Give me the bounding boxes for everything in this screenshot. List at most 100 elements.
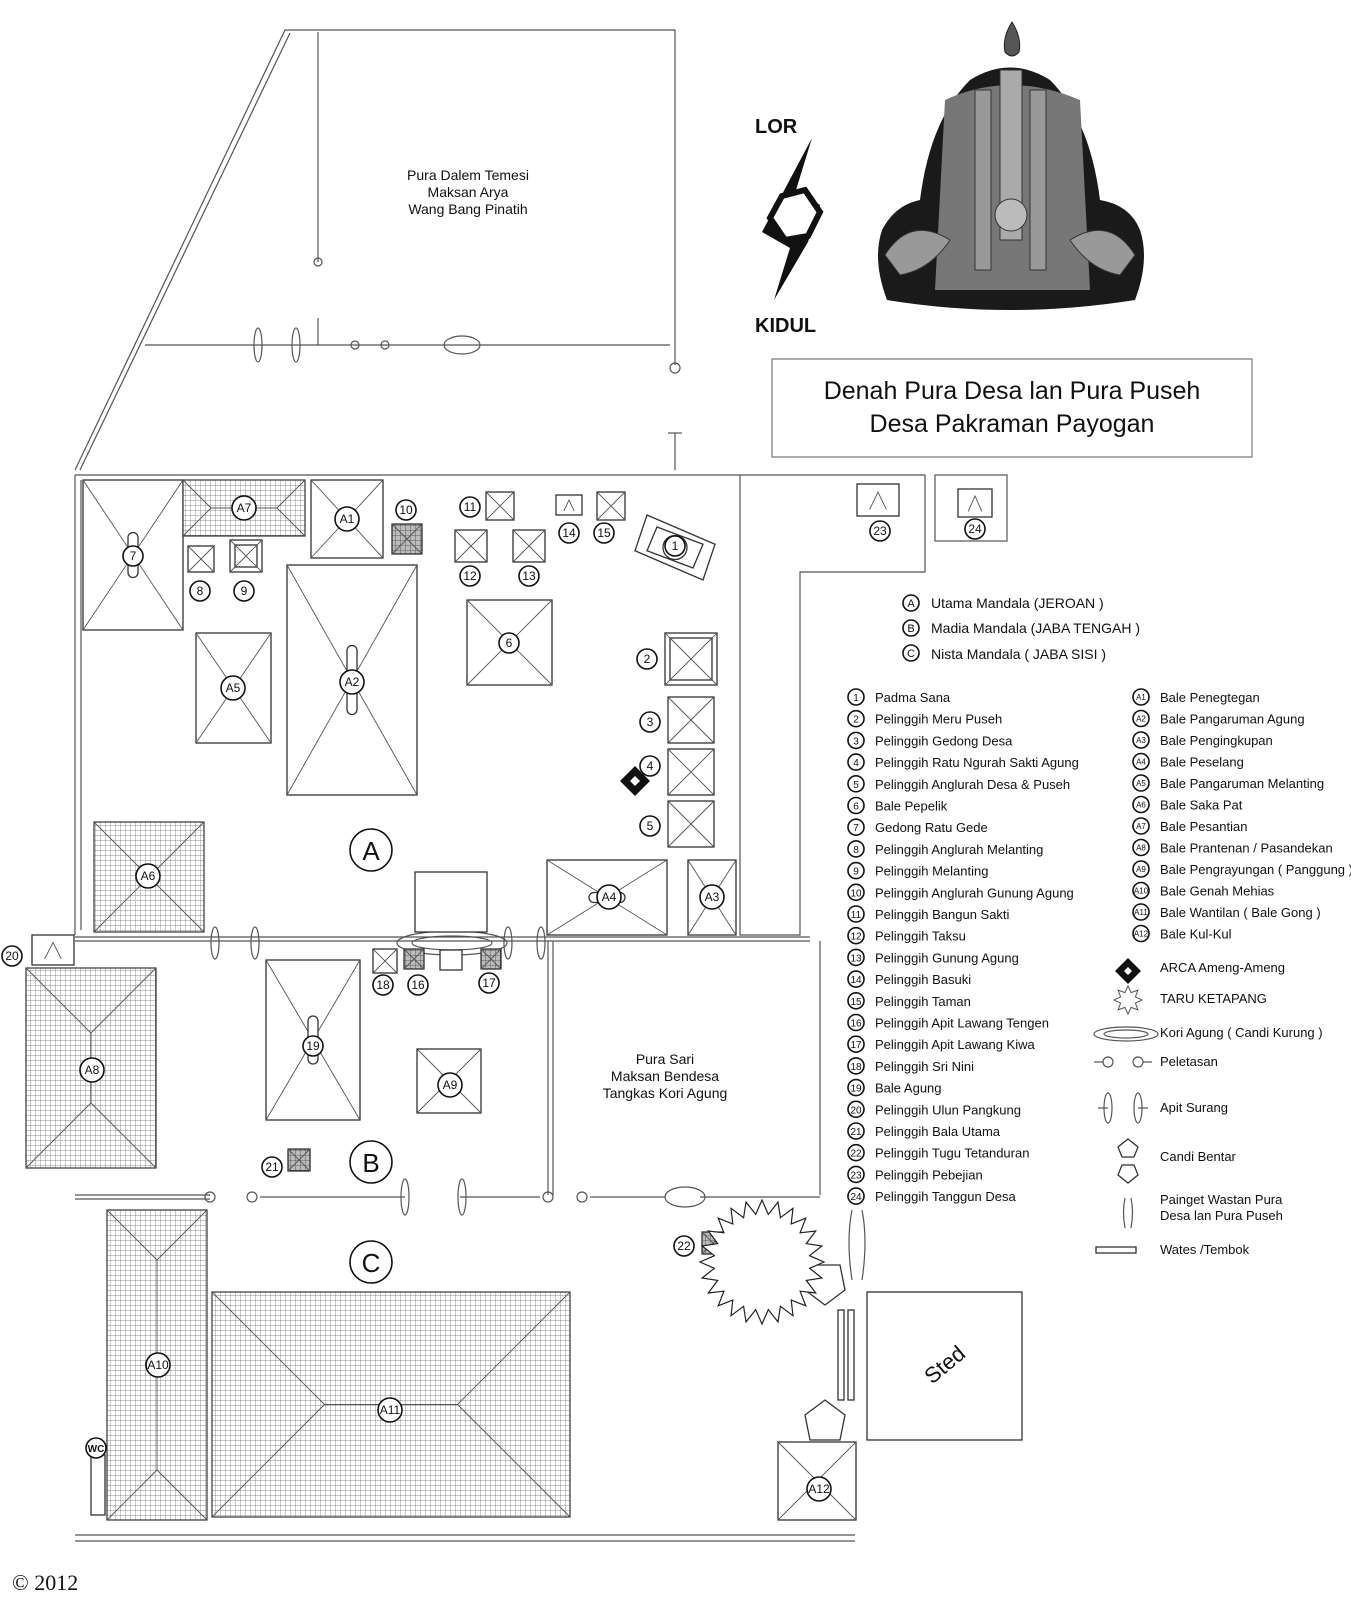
legend-number: 17 bbox=[850, 1040, 862, 1051]
structure-label-A5: A5 bbox=[226, 681, 241, 695]
zone-c-marker: C bbox=[362, 1248, 381, 1278]
legend-symbol-gate-ellipse: Kori Agung ( Candi Kurung ) bbox=[1093, 1025, 1323, 1042]
zone-legend-b: Madia Mandala (JABA TENGAH ) bbox=[931, 620, 1140, 636]
legend-label: Bale Penegtegan bbox=[1160, 690, 1260, 705]
structure-label-2: 2 bbox=[644, 652, 651, 666]
legend-number: 22 bbox=[850, 1149, 862, 1160]
legend-symbol-diamond: ARCA Ameng-Ameng bbox=[1115, 958, 1285, 984]
legend-label: Pelinggih Ulun Pangkung bbox=[875, 1102, 1021, 1117]
structure-23: 23 bbox=[856, 483, 900, 542]
legend-label: Bale Pengingkupan bbox=[1160, 733, 1273, 748]
structure-A11: A11 bbox=[211, 1291, 571, 1518]
pura-sari-line-2: Maksan Bendesa bbox=[611, 1068, 719, 1084]
legend-label: Bale Pesantian bbox=[1160, 819, 1247, 834]
structure-label-7: 7 bbox=[130, 549, 137, 563]
structure-label-A8: A8 bbox=[85, 1063, 100, 1077]
structure-label-A3: A3 bbox=[705, 890, 720, 904]
structure-8: 8 bbox=[187, 545, 215, 602]
structure-17: 17 bbox=[478, 948, 502, 994]
structure-label-17: 17 bbox=[482, 976, 496, 990]
structure-12: 12 bbox=[454, 529, 488, 587]
legend-label: Padma Sana bbox=[875, 690, 951, 705]
legend-number: A12 bbox=[1134, 930, 1149, 939]
legend-number: 21 bbox=[850, 1127, 862, 1138]
legend-number: 8 bbox=[853, 845, 859, 856]
structure-label-1: 1 bbox=[672, 539, 679, 553]
structure-5: 5 bbox=[639, 800, 715, 848]
legend-label: Pelinggih Bangun Sakti bbox=[875, 907, 1010, 922]
gate-ellipse-icon bbox=[1093, 1026, 1159, 1042]
candi-bentar-icon bbox=[804, 1399, 846, 1441]
structure-label-10: 10 bbox=[399, 503, 413, 517]
structure-label-19: 19 bbox=[306, 1039, 320, 1053]
legend-label: Pelinggih Sri Nini bbox=[875, 1059, 974, 1074]
legend-symbol-label: Painget Wastan Pura bbox=[1160, 1192, 1283, 1207]
legend-number: 2 bbox=[853, 715, 859, 726]
structure-A7: A7 bbox=[182, 479, 306, 537]
pura-dalem-label: Pura Dalem Temesi Maksan Arya Wang Bang … bbox=[407, 167, 529, 217]
pura-sari-line-3: Tangkas Kori Agung bbox=[603, 1085, 728, 1101]
structure-4: 4 bbox=[639, 748, 715, 796]
legend-symbol-label: Apit Surang bbox=[1160, 1100, 1228, 1115]
wc-marker: WC bbox=[85, 1437, 107, 1516]
legend-label: Bale Agung bbox=[875, 1081, 942, 1096]
structure-15: 15 bbox=[593, 491, 626, 544]
structure-label-22: 22 bbox=[677, 1239, 691, 1253]
legend-item-A12: A12 Bale Kul-Kul bbox=[1132, 924, 1232, 943]
legend-label: Pelinggih Taman bbox=[875, 994, 971, 1009]
structure-label-12: 12 bbox=[463, 569, 477, 583]
legend-label: Pelinggih Gedong Desa bbox=[875, 733, 1013, 748]
zone-legend-b-letter: B bbox=[907, 623, 914, 635]
legend-label: Bale Prantenan / Pasandekan bbox=[1160, 841, 1333, 856]
structure-label-9: 9 bbox=[241, 584, 248, 598]
zone-b-marker: B bbox=[362, 1148, 379, 1178]
legend-symbol-apit-surang: Apit Surang bbox=[1098, 1092, 1228, 1124]
structure-label-21: 21 bbox=[265, 1160, 279, 1174]
structure-label-16: 16 bbox=[411, 978, 425, 992]
legend-number: A1 bbox=[1136, 693, 1146, 702]
structure-label-11: 11 bbox=[464, 500, 477, 514]
compass-north-label: LOR bbox=[755, 116, 798, 138]
structure-1: 1 bbox=[634, 514, 716, 581]
diamond-icon bbox=[1115, 958, 1141, 984]
zone-markers: A B C bbox=[349, 828, 393, 1284]
structure-A8: A8 bbox=[25, 967, 157, 1169]
structure-7: 7 bbox=[82, 479, 184, 631]
legend-label: Bale Pepelik bbox=[875, 799, 948, 814]
legend-symbol-star: TARU KETAPANG bbox=[1112, 984, 1267, 1016]
structure-2: 2 bbox=[636, 632, 718, 686]
legend-label: Pelinggih Anglurah Melanting bbox=[875, 842, 1043, 857]
legend-label: Pelinggih Melanting bbox=[875, 864, 988, 879]
legend-number: A10 bbox=[1134, 887, 1149, 896]
pura-dalem-line-1: Pura Dalem Temesi bbox=[407, 167, 529, 183]
legend-label: Bale Kul-Kul bbox=[1160, 927, 1232, 942]
structure-20: 20 bbox=[1, 934, 75, 967]
zone-legend: A Utama Mandala (JEROAN ) B Madia Mandal… bbox=[902, 594, 1140, 662]
legend-symbol-label: Peletasan bbox=[1160, 1054, 1218, 1069]
structure-A2: A2 bbox=[286, 564, 418, 796]
temple-walls bbox=[74, 474, 1008, 1542]
zone-legend-a: Utama Mandala (JEROAN ) bbox=[931, 595, 1104, 611]
legend-symbol-label: Candi Bentar bbox=[1160, 1149, 1237, 1164]
structure-6: 6 bbox=[466, 599, 553, 686]
structure-16: 16 bbox=[403, 948, 429, 996]
legend-number: 7 bbox=[853, 823, 859, 834]
compass-rose: LOR KIDUL bbox=[755, 116, 824, 337]
structure-label-A11: A11 bbox=[380, 1403, 401, 1417]
legend-symbol-pentagon: Candi Bentar bbox=[1117, 1138, 1237, 1184]
structure-label-A6: A6 bbox=[141, 869, 156, 883]
